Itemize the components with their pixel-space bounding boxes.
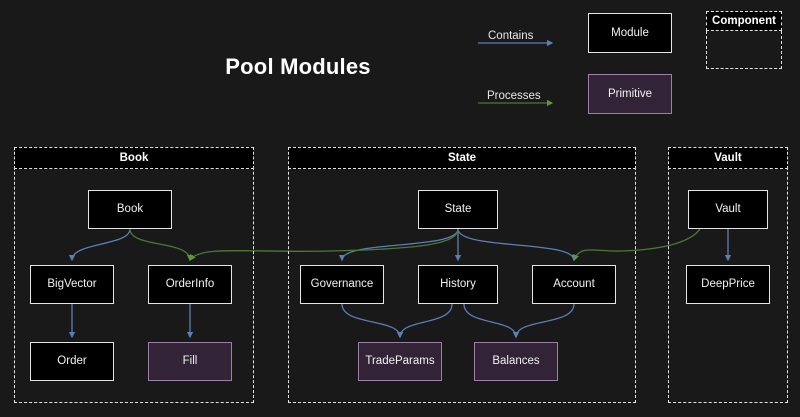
node-tradeparams[interactable]: TradeParams [358, 342, 442, 381]
node-history[interactable]: History [418, 265, 498, 304]
component-title-vault: Vault [668, 147, 788, 169]
node-vault[interactable]: Vault [688, 190, 768, 229]
node-order[interactable]: Order [30, 342, 114, 381]
legend-module-box: Module [588, 13, 672, 53]
node-bigvector[interactable]: BigVector [30, 265, 114, 304]
component-title-book: Book [14, 147, 254, 169]
node-state[interactable]: State [418, 190, 498, 229]
node-book[interactable]: Book [88, 190, 172, 229]
component-title-state: State [288, 147, 636, 169]
legend-contains-label: Contains [488, 30, 534, 42]
legend-processes-label: Processes [487, 90, 541, 102]
node-fill[interactable]: Fill [148, 342, 232, 381]
legend-primitive-box: Primitive [588, 74, 672, 114]
node-account[interactable]: Account [532, 265, 616, 304]
node-orderinfo[interactable]: OrderInfo [148, 265, 232, 304]
node-deepprice[interactable]: DeepPrice [686, 265, 770, 304]
legend-component-label: Component [706, 11, 782, 31]
node-governance[interactable]: Governance [300, 265, 384, 304]
page-title: Pool Modules [225, 54, 371, 79]
node-balances[interactable]: Balances [474, 342, 558, 381]
